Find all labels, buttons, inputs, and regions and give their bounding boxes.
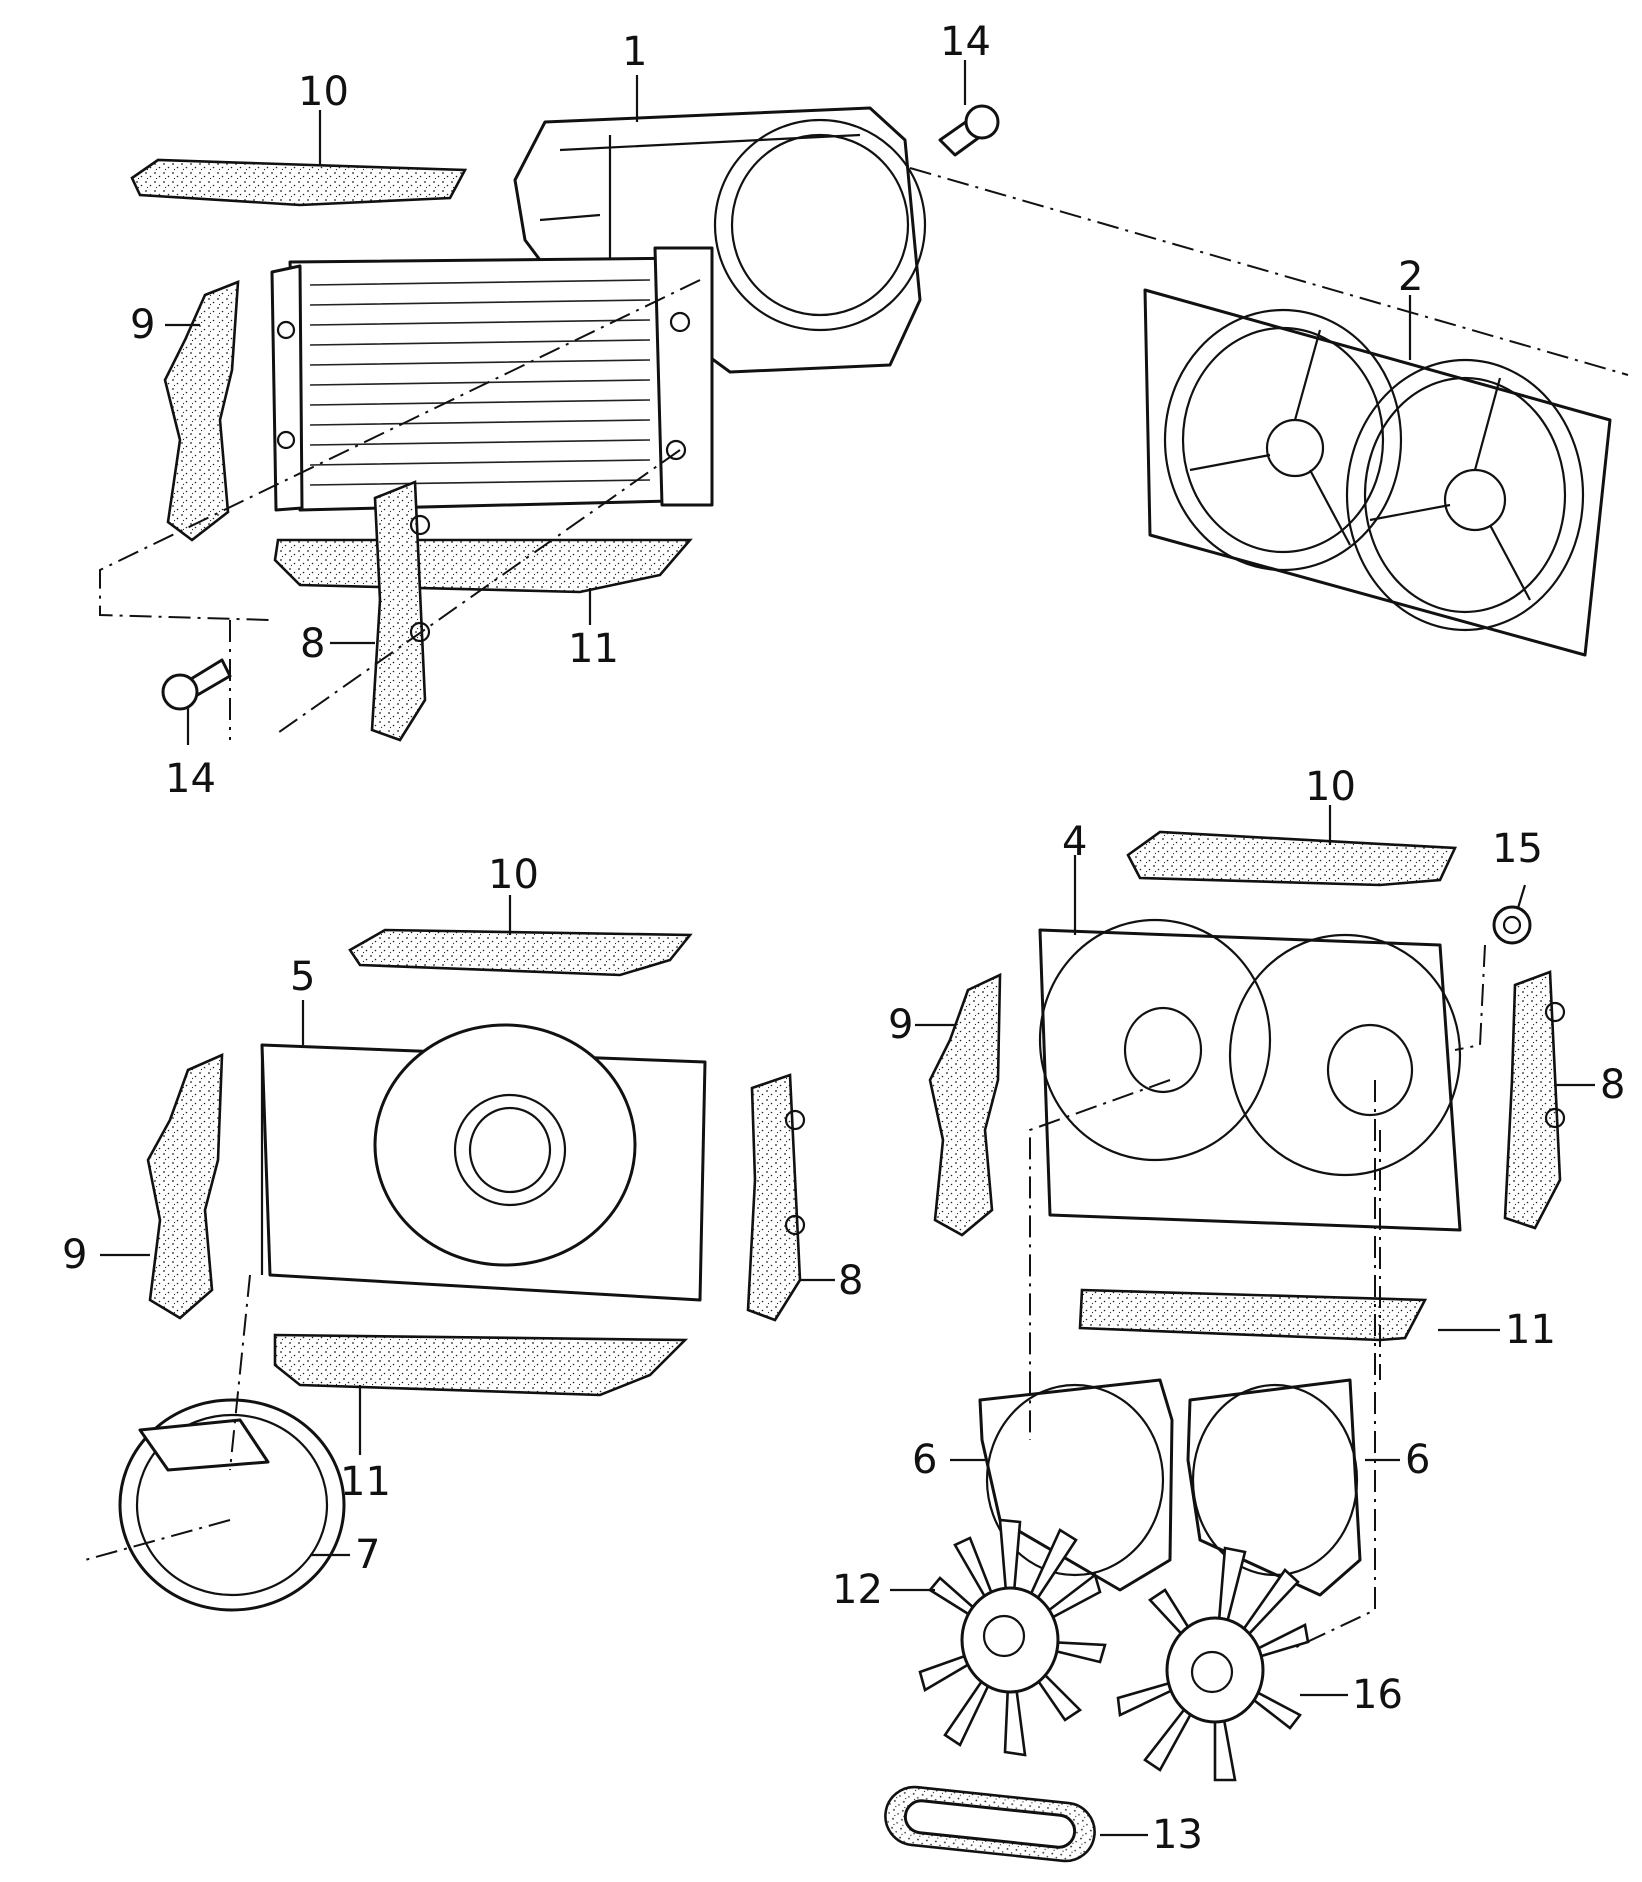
callout-10-top: 10 [298, 69, 349, 115]
part-8-side-foam-upper [370, 480, 427, 742]
part-12-fan-blade-left [918, 1518, 1107, 1757]
part-11-bottom-foam-middle [273, 1333, 689, 1397]
callout-8-right: 8 [1600, 1062, 1625, 1108]
callout-5: 5 [290, 954, 315, 1000]
part-7-fan-ring [118, 1398, 346, 1612]
callout-6-right: 6 [1405, 1437, 1430, 1483]
part-10-foam-strip-top [130, 158, 468, 207]
part-8-side-foam-right [1503, 970, 1562, 1230]
part-6-fan-ring-right [1186, 1378, 1362, 1597]
part-10-foam-strip-middle [348, 928, 693, 977]
callout-12: 12 [832, 1567, 883, 1613]
part-14-bolt-upper [938, 104, 1000, 157]
part-15-nut [1492, 905, 1532, 945]
callout-2: 2 [1398, 254, 1423, 300]
part-11-bottom-foam-right [1078, 1288, 1428, 1342]
callout-14-bottom: 14 [165, 756, 216, 802]
part-6-fan-ring-left [978, 1378, 1174, 1592]
callout-8-middle: 8 [838, 1258, 863, 1304]
part-8-side-foam-middle [746, 1073, 802, 1322]
part-9-side-foam-lower-left [146, 1052, 224, 1320]
callout-15: 15 [1492, 826, 1543, 872]
callout-9-right: 9 [888, 1002, 913, 1048]
callout-11-right: 11 [1505, 1307, 1556, 1353]
callout-10-middle: 10 [488, 852, 539, 898]
callout-4: 4 [1062, 819, 1087, 865]
callout-11-top: 11 [568, 626, 619, 672]
part-14-bolt-lower [161, 658, 232, 711]
part-9-side-foam-upper-left [163, 280, 240, 542]
callout-11-middle: 11 [340, 1459, 391, 1505]
callout-16: 16 [1352, 1672, 1403, 1718]
callout-7: 7 [355, 1532, 380, 1578]
part-9-side-foam-right [928, 972, 1002, 1237]
leader-lines [100, 60, 1595, 1837]
part-4-twin-fan-frame [1038, 918, 1462, 1232]
part-2-twin-fan-shroud [1143, 288, 1612, 657]
callout-10-right: 10 [1305, 764, 1356, 810]
part-16-fan-blade-right [1116, 1546, 1310, 1782]
callout-9-top: 9 [130, 302, 155, 348]
callout-8-top: 8 [300, 621, 325, 667]
callout-14-top: 14 [940, 19, 991, 65]
callout-13: 13 [1152, 1812, 1203, 1858]
callout-9-middle: 9 [62, 1232, 87, 1278]
part-5-single-fan-frame [260, 1023, 707, 1302]
radiator [270, 246, 714, 512]
part-10-foam-strip-right [1126, 830, 1457, 887]
callout-1: 1 [622, 29, 647, 75]
callout-6-left: 6 [912, 1437, 937, 1483]
part-11-bottom-foam-upper [273, 538, 693, 594]
part-13-seal [884, 1785, 1096, 1863]
